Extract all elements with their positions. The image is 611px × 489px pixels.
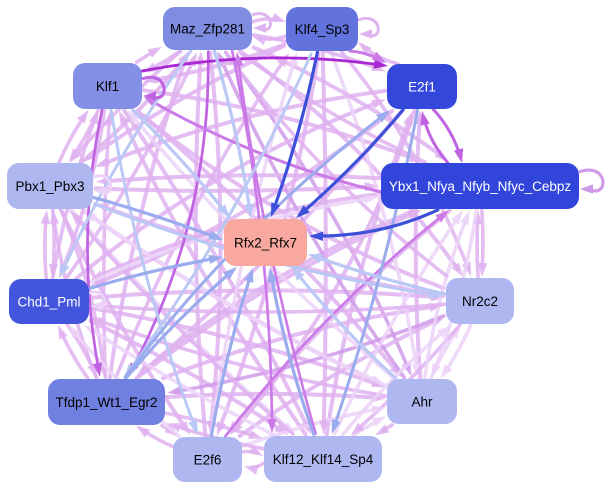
svg-text:E2f1: E2f1 [408, 79, 436, 94]
svg-text:Ybx1_Nfya_Nfyb_Nfyc_Cebpz: Ybx1_Nfya_Nfyb_Nfyc_Cebpz [389, 179, 572, 194]
svg-text:Klf12_Klf14_Sp4: Klf12_Klf14_Sp4 [273, 452, 374, 467]
svg-text:Klf4_Sp3: Klf4_Sp3 [295, 22, 350, 37]
svg-text:Ahr: Ahr [411, 394, 433, 409]
svg-text:Maz_Zfp281: Maz_Zfp281 [170, 21, 245, 36]
svg-text:Chd1_Pml: Chd1_Pml [17, 294, 80, 309]
svg-text:Nr2c2: Nr2c2 [462, 294, 498, 309]
svg-text:Tfdp1_Wt1_Egr2: Tfdp1_Wt1_Egr2 [55, 395, 157, 410]
svg-text:Klf1: Klf1 [96, 79, 119, 94]
svg-text:Pbx1_Pbx3: Pbx1_Pbx3 [15, 179, 84, 194]
svg-text:E2f6: E2f6 [194, 452, 222, 467]
svg-text:Rfx2_Rfx7: Rfx2_Rfx7 [234, 235, 297, 250]
